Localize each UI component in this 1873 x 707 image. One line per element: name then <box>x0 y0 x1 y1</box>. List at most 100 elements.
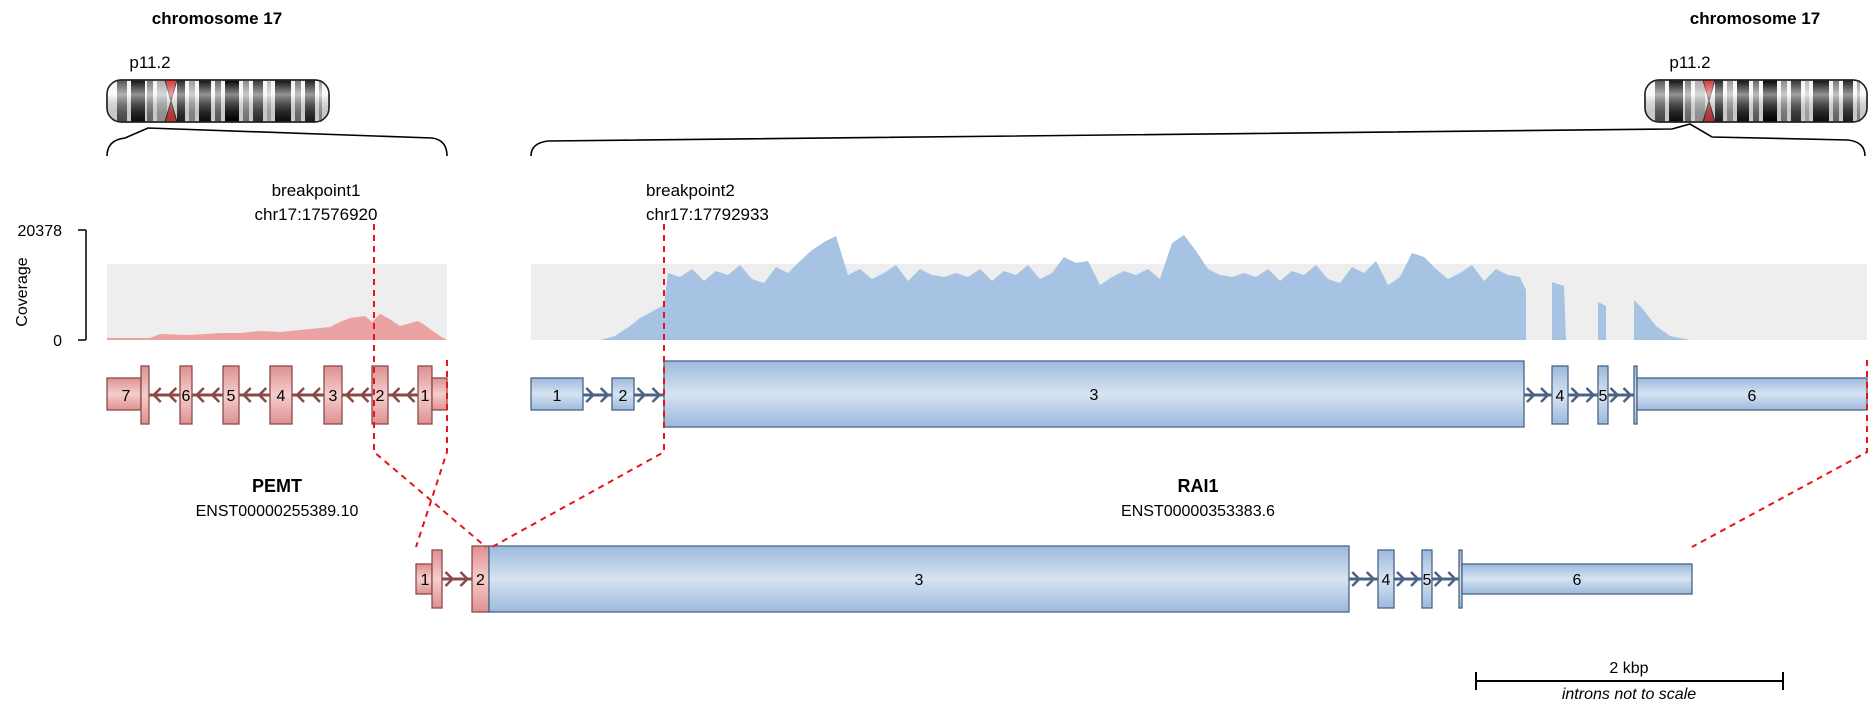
exon-number: 4 <box>277 388 286 405</box>
gene2-utr <box>530 377 584 411</box>
gene2-intron <box>1608 387 1634 403</box>
exon-box <box>663 360 1525 428</box>
gene2-transcript: ENST00000353383.6 <box>1121 503 1275 520</box>
gene2-intron <box>583 387 612 403</box>
breakpoint1-position: chr17:17576920 <box>255 205 378 224</box>
coverage-axis-label: Coverage <box>14 257 31 326</box>
left-ideogram <box>106 79 330 123</box>
exon-number: 4 <box>1382 572 1391 589</box>
right-zoom-bracket <box>530 123 1866 157</box>
intron-arrow <box>241 387 252 403</box>
right-ideogram <box>1644 79 1868 123</box>
left-zoom-bracket <box>106 127 448 157</box>
gene1-labels: PEMT ENST00000255389.10 <box>196 476 359 520</box>
intron-arrow <box>295 387 305 403</box>
exon-number: 1 <box>421 572 430 589</box>
intron-arrow <box>344 387 355 403</box>
intron-arrow <box>1570 387 1581 403</box>
gene2-exon-4: 4 <box>1551 365 1569 425</box>
breakpoint-lines <box>373 224 1868 548</box>
gene2-intron <box>634 387 664 403</box>
left-band-label: p11.2 <box>129 53 170 72</box>
coverage-area-gene2 <box>531 235 1690 340</box>
fusion-exon-4: 4 <box>1377 549 1395 609</box>
intron-arrow <box>210 387 221 403</box>
scale-bar-label: 2 kbp <box>1609 660 1648 677</box>
fusion-intron <box>442 571 472 587</box>
gene1-intron <box>149 387 180 403</box>
intron-arrow <box>1526 387 1536 403</box>
exon-box <box>488 545 1350 613</box>
gene1-exon-6: 6 <box>179 365 193 425</box>
gene1-transcript: ENST00000255389.10 <box>196 503 359 520</box>
gene2-utr <box>1636 377 1868 411</box>
gene1-utr <box>106 377 142 411</box>
intron-arrow <box>459 571 470 587</box>
intron-arrow <box>1609 387 1620 403</box>
gene2-end-line <box>1691 360 1868 548</box>
gene1-intron <box>239 387 270 403</box>
gene2-exon-5: 5 <box>1597 365 1609 425</box>
coverage-area-gene1 <box>107 314 447 340</box>
gene1-intron <box>192 387 223 403</box>
fusion-intron <box>1349 571 1378 587</box>
exon-number: 5 <box>1599 388 1608 405</box>
coverage-min-tick: 0 <box>53 333 62 350</box>
intron-arrow <box>1410 571 1420 587</box>
breakpoint2-annotation: breakpoint2 chr17:17792933 <box>646 181 769 224</box>
right-chromosome-title: chromosome 17 <box>1690 9 1820 28</box>
exon-number: 6 <box>1748 388 1757 405</box>
intron-arrow <box>636 387 647 403</box>
exon-number: 2 <box>476 572 485 589</box>
gene1-exon-4: 4 <box>269 365 293 425</box>
fusion-exon-1-cds <box>431 549 443 609</box>
coverage-track: Coverage 20378 0 <box>14 223 1867 350</box>
intron-arrow <box>194 387 205 403</box>
breakpoint2-position: chr17:17792933 <box>646 205 769 224</box>
left-chromosome-title: chromosome 17 <box>152 9 282 28</box>
gene1-intron <box>292 387 324 403</box>
intron-arrow <box>1351 571 1362 587</box>
gene2-exon-3: 3 <box>663 360 1525 428</box>
scale-bar-note: introns not to scale <box>1562 686 1696 703</box>
intron-arrow <box>359 387 370 403</box>
gene1-exon-1: 1 <box>417 365 433 425</box>
intron-arrow <box>444 571 455 587</box>
intron-arrow <box>1365 571 1376 587</box>
intron-arrow <box>1447 571 1458 587</box>
exon-number: 3 <box>915 572 924 589</box>
exon-number: 1 <box>553 388 562 405</box>
intron-arrow <box>1396 571 1406 587</box>
gene1-utr <box>431 377 448 411</box>
breakpoint1-annotation: breakpoint1 chr17:17576920 <box>255 181 378 224</box>
intron-arrow <box>390 387 401 403</box>
breakpoint1-label: breakpoint1 <box>272 181 361 200</box>
exon-box <box>431 549 443 609</box>
gene2-intron <box>1568 387 1598 403</box>
exon-number: 5 <box>1423 572 1432 589</box>
gene1-exon-3: 3 <box>323 365 343 425</box>
gene1-start-line <box>415 360 448 548</box>
gene1-name: PEMT <box>252 476 302 496</box>
intron-arrow <box>1433 571 1444 587</box>
intron-arrow <box>1622 387 1633 403</box>
exon-number: 6 <box>182 388 191 405</box>
exon-number: 2 <box>619 388 628 405</box>
exon-number: 7 <box>122 388 131 405</box>
gene1-exon-7-cds <box>140 365 150 425</box>
left-chromosome: chromosome 17 p11.2 <box>106 9 448 157</box>
intron-arrow <box>1585 387 1596 403</box>
gene2-name: RAI1 <box>1177 476 1218 496</box>
intron-arrow <box>257 387 268 403</box>
right-chromosome: chromosome 17 p11.2 <box>530 9 1868 157</box>
coverage-max-tick: 20378 <box>18 223 63 240</box>
fusion-exon-2: 2 <box>471 545 490 613</box>
intron-arrow <box>167 387 178 403</box>
exon-number: 1 <box>421 388 430 405</box>
fusion-intron <box>1432 571 1459 587</box>
intron-arrow <box>405 387 416 403</box>
